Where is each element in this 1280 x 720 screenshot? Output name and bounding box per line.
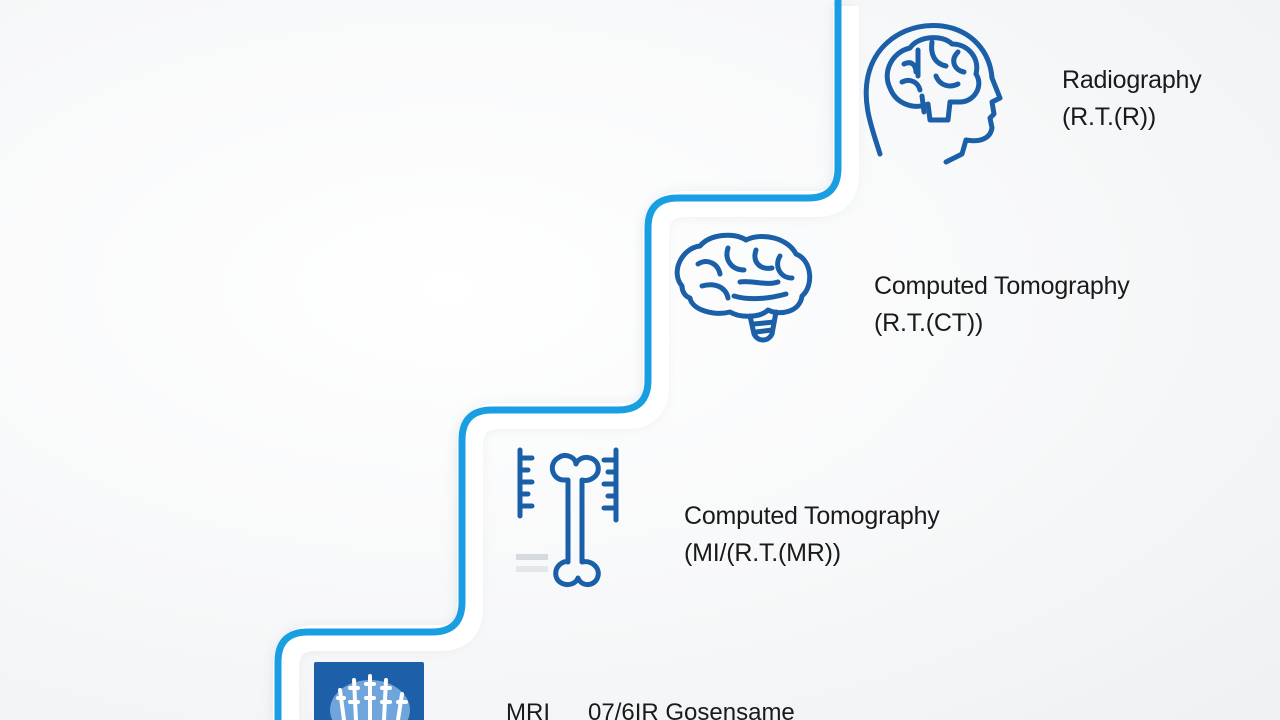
bottom-label-right: 07/6IR Gosensame bbox=[588, 699, 795, 720]
step-2-subtitle: (R.T.(CT)) bbox=[874, 309, 984, 337]
staircase-line bbox=[274, 0, 842, 720]
hand-xray-icon bbox=[314, 662, 424, 720]
step-1-label: Radiography (R.T.(R)) bbox=[1062, 62, 1202, 136]
head-brain-icon bbox=[858, 16, 1006, 168]
step-1-subtitle: (R.T.(R)) bbox=[1062, 103, 1157, 131]
step-1-title: Radiography bbox=[1062, 66, 1202, 94]
step-2-label: Computed Tomography (R.T.(CT)) bbox=[874, 268, 1130, 342]
step-3-title: Computed Tomography bbox=[684, 502, 940, 530]
bottom-label: MRI 07/6IR Gosensame bbox=[506, 698, 795, 720]
bone-scale-icon bbox=[510, 446, 626, 592]
step-3-label: Computed Tomography (MI/(R.T.(MR)) bbox=[684, 498, 940, 572]
step-3-subtitle: (MI/(R.T.(MR)) bbox=[684, 539, 841, 567]
brain-icon bbox=[668, 230, 818, 352]
step-2-title: Computed Tomography bbox=[874, 272, 1130, 300]
bottom-label-left: MRI bbox=[506, 699, 550, 720]
